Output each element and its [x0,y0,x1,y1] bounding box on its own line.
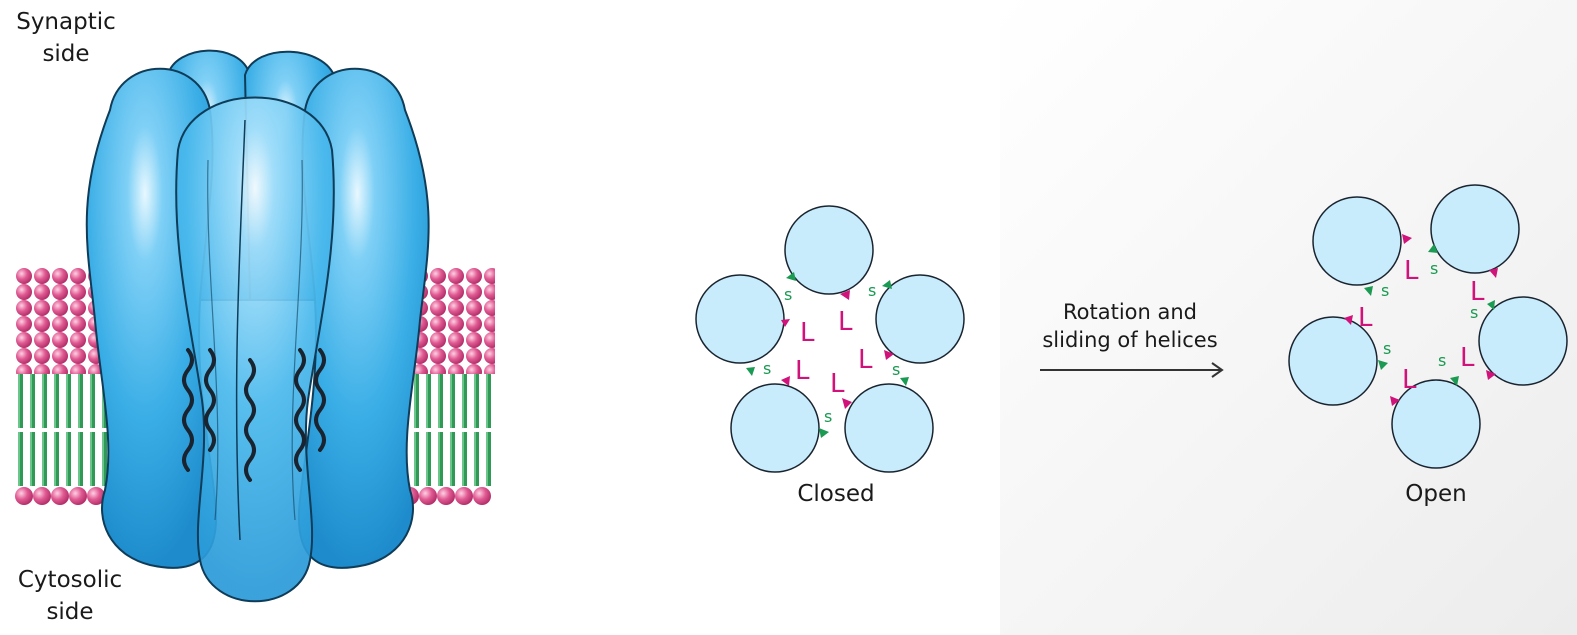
serine-label: s [763,359,771,378]
leucine-label: L [858,345,873,375]
helix-circle [1288,316,1378,406]
helix-circle [695,274,785,364]
leucine-label: L [1358,303,1373,333]
transition-arrow [1040,362,1224,378]
leucine-label: L [1470,277,1485,307]
arrow-caption: Rotation and sliding of helices [1042,300,1218,352]
open-pore-diagram: s s s s s L L L L L [1288,184,1568,469]
leucine-label: L [800,318,815,348]
helix-circle [1312,196,1402,286]
leucine-label: L [830,369,845,399]
serine-markers [746,272,909,438]
helix-circle [784,205,874,295]
helix-circle [875,274,965,364]
synaptic-side-label: Synaptic side [16,9,116,67]
leucine-label: L [1402,365,1417,395]
right-background [1000,0,1577,635]
helix-circle [1478,296,1568,386]
helix-circle [730,383,820,473]
serine-label: s [892,360,900,379]
leucine-label: L [795,356,810,386]
receptor-channel-protein [85,49,430,603]
helix-circle [844,383,934,473]
leucine-markers [1344,234,1498,406]
closed-label: Closed [797,481,875,507]
serine-label: s [784,285,792,304]
cytosolic-side-label: Cytosolic side [17,567,123,625]
leucine-label: L [1404,256,1419,286]
open-label: Open [1405,481,1467,507]
leucine-label: L [838,307,853,337]
closed-pore-diagram: s s s s s L L L L L [695,205,965,473]
helix-circle [1430,184,1520,274]
helix-circle [1391,379,1481,469]
serine-markers [1364,244,1495,386]
serine-label: s [824,407,832,426]
m2-helices [182,348,326,482]
serine-label: s [1381,281,1389,300]
serine-label: s [1470,303,1478,322]
serine-label: s [1430,259,1438,278]
leucine-label: L [1460,343,1475,373]
serine-label: s [1383,339,1391,358]
leucine-markers [781,290,894,409]
subunit-front [175,96,335,603]
serine-label: s [868,281,876,300]
serine-label: s [1438,351,1446,370]
